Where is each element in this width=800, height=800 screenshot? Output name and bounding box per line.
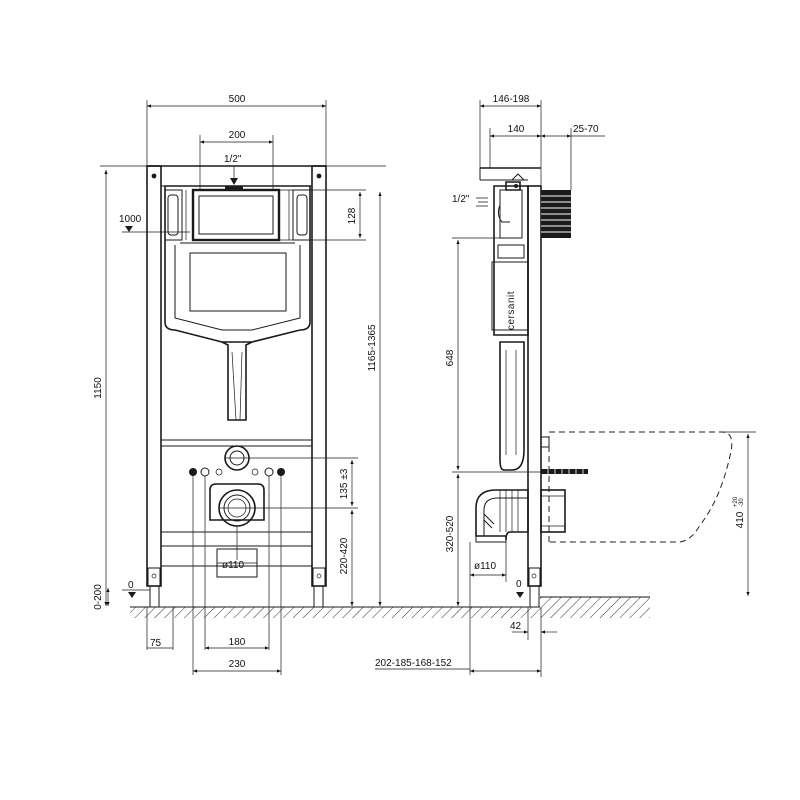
front-dimensions: 500 200 1/2" 1000 1150 128 [93,94,386,675]
side-dimensions: 146-198 140 25-70 648 320-520 ø110 0 [375,94,756,677]
dim-135: 135 ±3 [339,468,350,499]
dim-220-420: 220-420 [339,537,350,574]
dim-0-200: 0-200 [93,584,104,610]
brand-label: cersanit [506,291,517,330]
drain-diameter-side: ø110 [474,561,496,572]
dim-146-198: 146-198 [493,94,530,105]
cistern [164,185,311,421]
dim-75: 75 [150,638,162,649]
dim-410: 410 [735,511,746,528]
side-view: cersanit 1/2" [375,94,756,677]
dim-25-70: 25-70 [573,124,599,135]
wc-pan-outline [548,431,733,543]
dim-200: 200 [229,130,246,141]
frame-uprights [146,165,327,608]
dim-1150: 1150 [93,377,104,399]
pan-bolt [540,436,588,474]
dim-410-tol-minus: -30 [739,498,745,507]
flush-outlet [224,445,250,471]
dim-500: 500 [229,94,246,105]
zero-front: 0 [128,580,134,591]
dim-1165-1365: 1165-1365 [367,324,378,372]
floor [130,596,650,618]
dim-128: 128 [347,207,358,224]
pipe-inlet-side: 1/2" [452,194,470,205]
dim-202-185-168-152: 202-185-168-152 [375,658,452,669]
dim-180: 180 [229,637,246,648]
drain-bend [475,489,566,543]
frame-rails [161,439,312,567]
dim-410-tol-plus: +20 [733,496,739,507]
dim-42: 42 [510,621,522,632]
dim-1000: 1000 [119,214,142,225]
zero-side: 0 [516,579,522,590]
pipe-inlet-front: 1/2" [224,154,242,165]
front-view: 500 200 1/2" 1000 1150 128 [93,94,386,675]
dim-320-520: 320-520 [445,515,456,552]
side-frame [479,167,542,608]
drain-diameter-front: ø110 [222,560,244,571]
fixing-bolts [189,467,285,477]
actuator-plate [541,190,571,238]
dim-230: 230 [229,659,246,670]
cistern-side: cersanit [491,173,529,471]
dim-140: 140 [508,124,525,135]
dim-648: 648 [445,349,456,366]
